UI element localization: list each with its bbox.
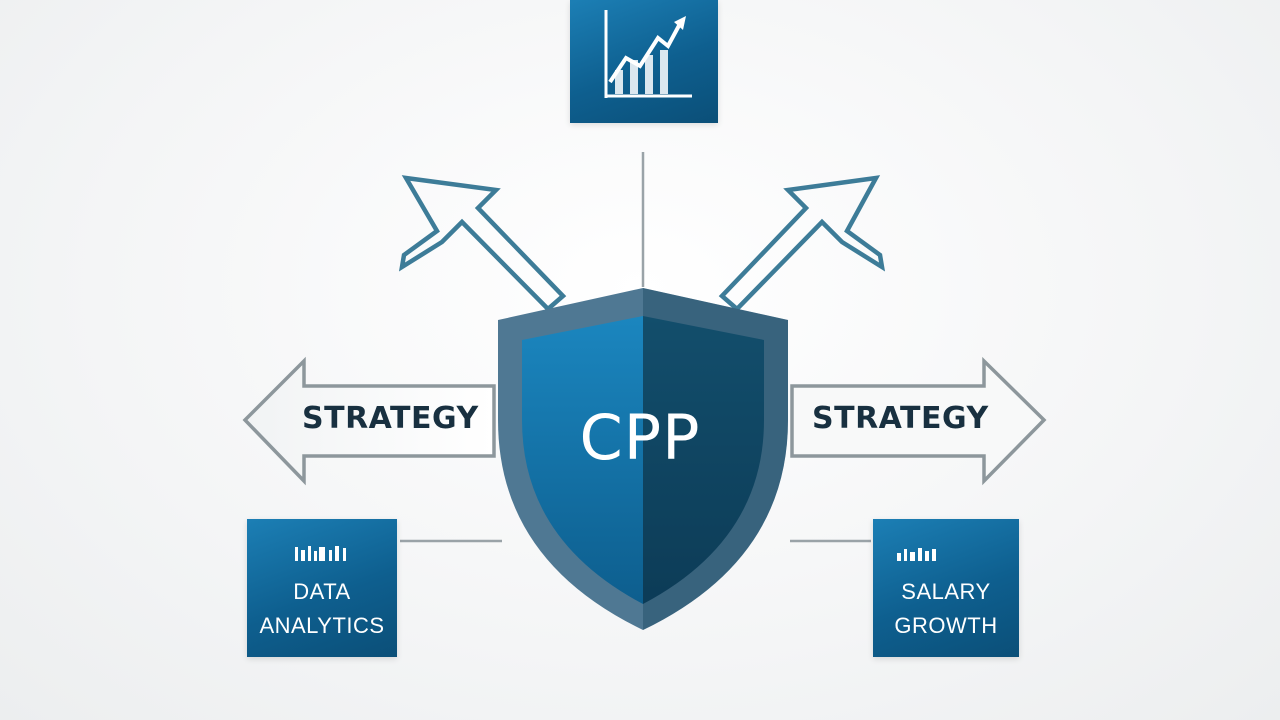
left-strategy-arrow (242, 356, 496, 486)
salary-growth-line1: SALARY (901, 579, 991, 604)
top-chart-box (570, 0, 718, 123)
data-analytics-line1: DATA (293, 579, 351, 604)
bar-chart-icon (897, 548, 936, 561)
salary-growth-line2: GROWTH (894, 613, 998, 638)
data-analytics-label: DATA ANALYTICS (247, 575, 397, 643)
data-analytics-box: DATA ANALYTICS (247, 519, 397, 657)
shield-label: CPP (579, 401, 701, 474)
data-analytics-line2: ANALYTICS (259, 613, 385, 638)
bar-chart-icon (295, 546, 346, 561)
line-chart-icon (604, 10, 692, 98)
up-left-arrow (398, 175, 567, 313)
salary-growth-label: SALARY GROWTH (873, 575, 1019, 643)
center-shield (498, 288, 788, 630)
salary-growth-box: SALARY GROWTH (873, 519, 1019, 657)
up-right-arrow (718, 175, 886, 313)
right-strategy-arrow (790, 356, 1047, 486)
left-strategy-label: STRATEGY (302, 401, 479, 436)
right-strategy-label: STRATEGY (812, 401, 989, 436)
